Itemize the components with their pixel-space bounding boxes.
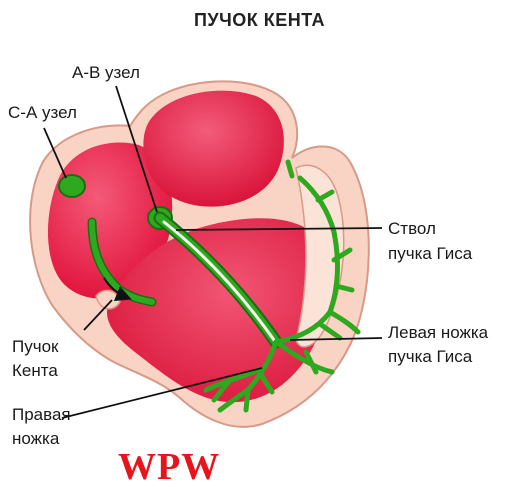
wpw-badge: WPW [118, 446, 220, 487]
label-left-bundle-line2: пучка Гиса [388, 346, 472, 367]
label-his-trunk-line2: пучка Гиса [388, 243, 472, 264]
label-his-trunk-line1: Ствол [388, 218, 436, 239]
left-atrium [143, 91, 283, 207]
label-kent-line1: Пучок [12, 336, 58, 357]
sa-node [59, 175, 85, 197]
label-left-bundle-line1: Левая ножка [388, 322, 488, 343]
label-av-node: А-В узел [72, 62, 140, 83]
label-right-bundle-line1: Правая [12, 404, 71, 425]
label-kent-line2: Кента [12, 360, 58, 381]
label-sa-node: С-А узел [8, 102, 77, 123]
label-right-bundle-line2: ножка [12, 428, 59, 449]
